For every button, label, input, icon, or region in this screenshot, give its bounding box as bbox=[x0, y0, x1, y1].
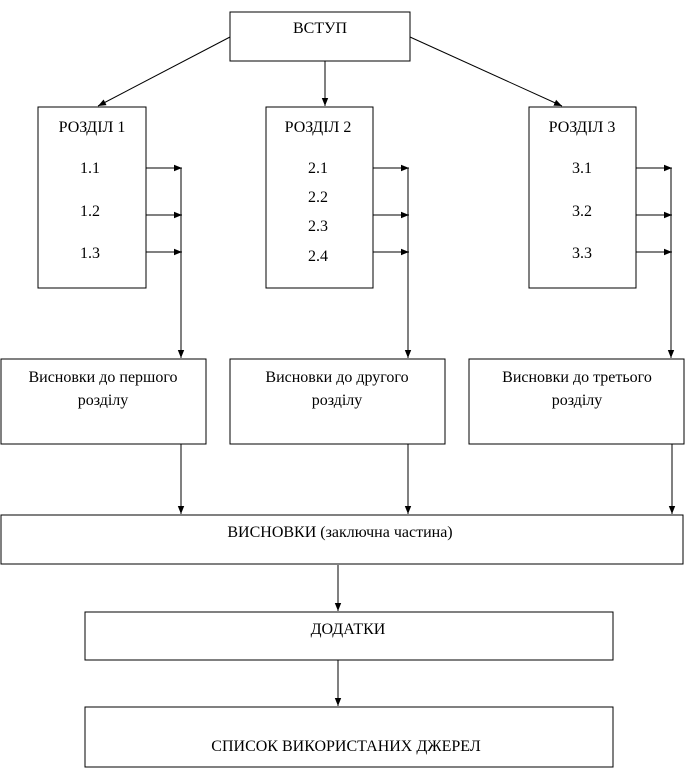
references-label: СПИСОК ВИКОРИСТАНИХ ДЖЕРЕЛ bbox=[211, 738, 481, 755]
section-2-item: 2.4 bbox=[308, 248, 328, 265]
intro-label: ВСТУП bbox=[293, 20, 347, 37]
section-2-conclusion-node: Висновки до другого розділу bbox=[229, 358, 446, 445]
appendices-label: ДОДАТКИ bbox=[311, 621, 386, 638]
section-1-bracket bbox=[146, 164, 185, 358]
references-node: СПИСОК ВИКОРИСТАНИХ ДЖЕРЕЛ bbox=[84, 706, 614, 768]
section-1-item: 1.2 bbox=[80, 203, 100, 220]
section-1-conclusion-node: Висновки до першого розділу bbox=[0, 358, 207, 445]
conclusions-label: ВИСНОВКИ (заключна частина) bbox=[227, 524, 452, 541]
conclusions-node: ВИСНОВКИ (заключна частина) bbox=[0, 514, 684, 565]
section-3-item: 3.3 bbox=[572, 245, 592, 262]
section-3-node: РОЗДІЛ 3 3.1 3.2 3.3 bbox=[528, 106, 637, 289]
appendices-node: ДОДАТКИ bbox=[84, 611, 614, 661]
section-2-item: 2.2 bbox=[308, 189, 328, 206]
section-2-conclusion-line2: розділу bbox=[312, 392, 363, 409]
section-2-conclusion-line1: Висновки до другого bbox=[265, 369, 408, 386]
arrow-intro-to-section-1 bbox=[97, 36, 231, 107]
section-3-item: 3.2 bbox=[572, 203, 592, 220]
section-1-item: 1.1 bbox=[80, 160, 100, 177]
section-3-bracket bbox=[636, 164, 675, 358]
section-1-conclusion-line2: розділу bbox=[78, 392, 129, 409]
section-1-title: РОЗДІЛ 1 bbox=[59, 119, 126, 136]
section-3-conclusion-line2: розділу bbox=[552, 392, 603, 409]
section-1-node: РОЗДІЛ 1 1.1 1.2 1.3 bbox=[37, 106, 147, 289]
section-2-item: 2.1 bbox=[308, 160, 328, 177]
section-3-conclusion-line1: Висновки до третього bbox=[502, 369, 652, 386]
section-2-node: РОЗДІЛ 2 2.1 2.2 2.3 2.4 bbox=[265, 106, 374, 289]
section-2-title: РОЗДІЛ 2 bbox=[285, 119, 352, 136]
section-2-bracket bbox=[373, 164, 412, 358]
section-3-item: 3.1 bbox=[572, 160, 592, 177]
section-2-item: 2.3 bbox=[308, 218, 328, 235]
section-1-item: 1.3 bbox=[80, 245, 100, 262]
arrow-intro-to-section-3 bbox=[409, 36, 563, 107]
section-1-conclusion-line1: Висновки до першого bbox=[28, 369, 177, 386]
intro-node: ВСТУП bbox=[229, 11, 411, 62]
section-3-title: РОЗДІЛ 3 bbox=[549, 119, 616, 136]
connectors bbox=[97, 36, 676, 706]
section-3-conclusion-node: Висновки до третього розділу bbox=[468, 358, 685, 445]
